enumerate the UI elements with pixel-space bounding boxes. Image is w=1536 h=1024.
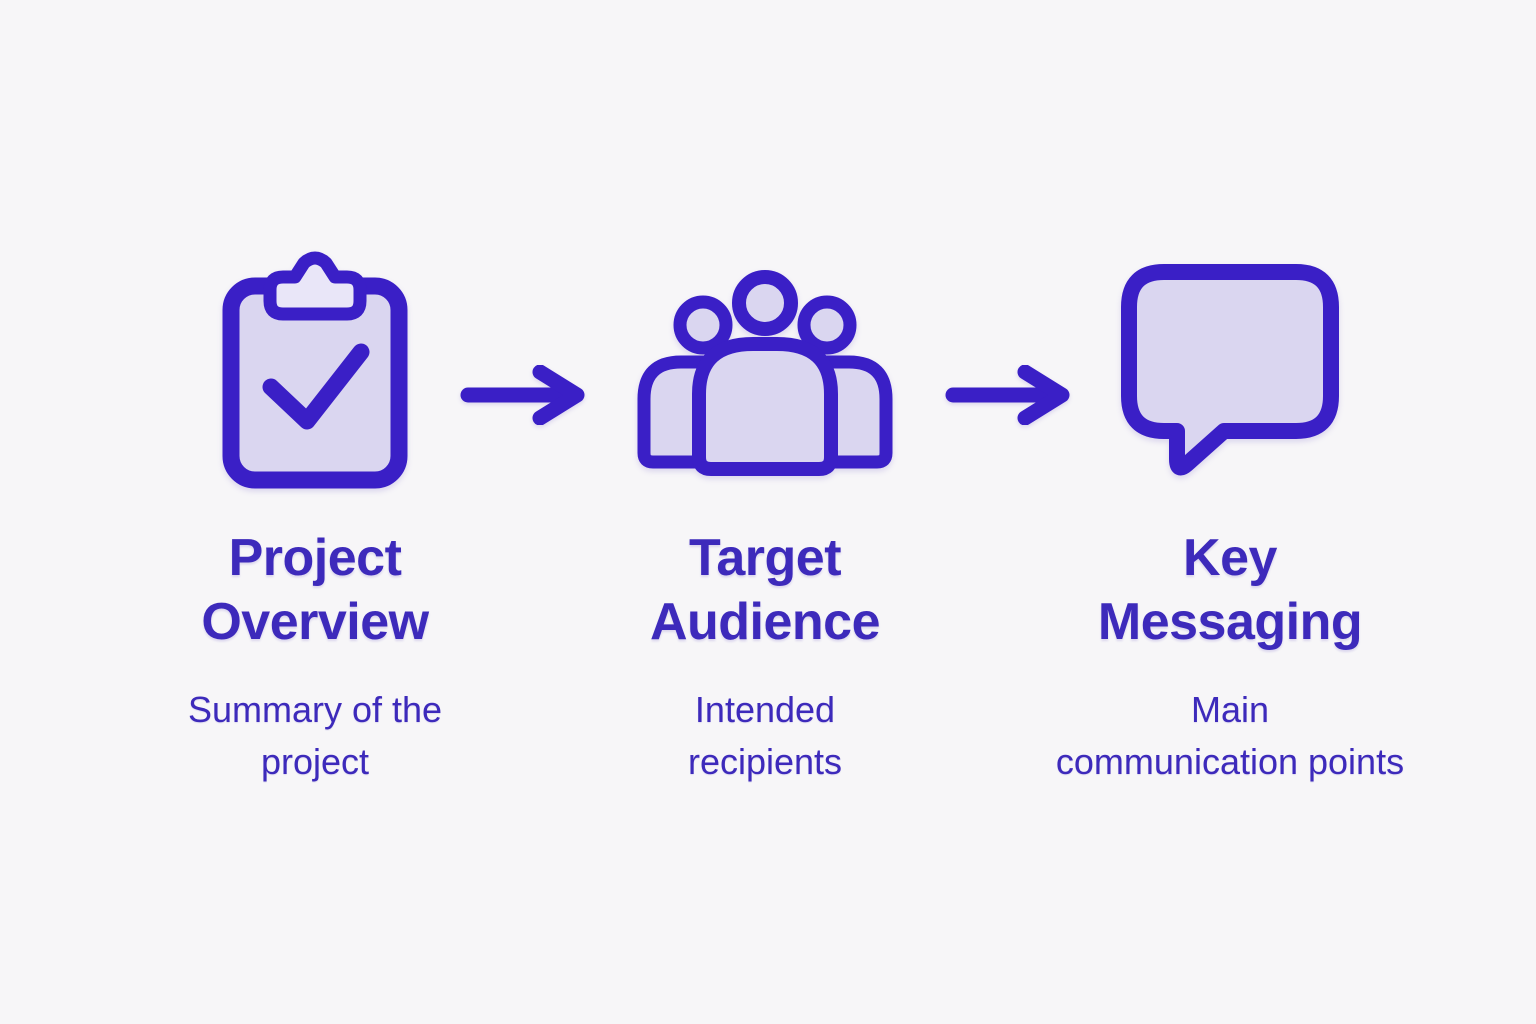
step-title-line: Key xyxy=(1183,529,1277,587)
step-icon-box xyxy=(100,250,530,490)
people-icon xyxy=(637,269,893,476)
step-title: Key Messaging xyxy=(1000,526,1460,654)
right-arrow-icon xyxy=(460,364,585,426)
step-title-line: Overview xyxy=(201,593,429,651)
step-target-audience: Target Audience Intended recipients xyxy=(585,250,945,788)
speech-bubble-icon xyxy=(1121,263,1339,475)
step-subtitle-line: Intended xyxy=(694,689,836,730)
step-title-line: Project xyxy=(228,529,402,587)
flow-arrow-1 xyxy=(460,364,590,426)
step-subtitle: Summary of the project xyxy=(100,684,530,788)
step-subtitle-line: Summary of the xyxy=(187,689,443,730)
step-title-line: Target xyxy=(688,529,842,587)
step-title: Project Overview xyxy=(100,526,530,654)
right-arrow-icon xyxy=(945,364,1070,426)
flow-arrow-2 xyxy=(945,364,1075,426)
step-icon-box xyxy=(585,250,945,490)
step-subtitle-line: recipients xyxy=(687,741,843,782)
step-project-overview: Project Overview Summary of the project xyxy=(100,250,530,788)
step-title: Target Audience xyxy=(585,526,945,654)
step-title-line: Audience xyxy=(649,593,881,651)
clipboard-check-icon xyxy=(222,251,408,489)
step-subtitle-line: communication points xyxy=(1055,741,1405,782)
step-subtitle: Main communication points xyxy=(1000,684,1460,788)
step-icon-box xyxy=(1000,250,1460,490)
step-subtitle-line: project xyxy=(260,741,370,782)
step-subtitle-line: Main xyxy=(1190,689,1270,730)
step-title-line: Messaging xyxy=(1097,593,1363,651)
step-key-messaging: Key Messaging Main communication points xyxy=(1000,250,1460,788)
step-subtitle: Intended recipients xyxy=(585,684,945,788)
